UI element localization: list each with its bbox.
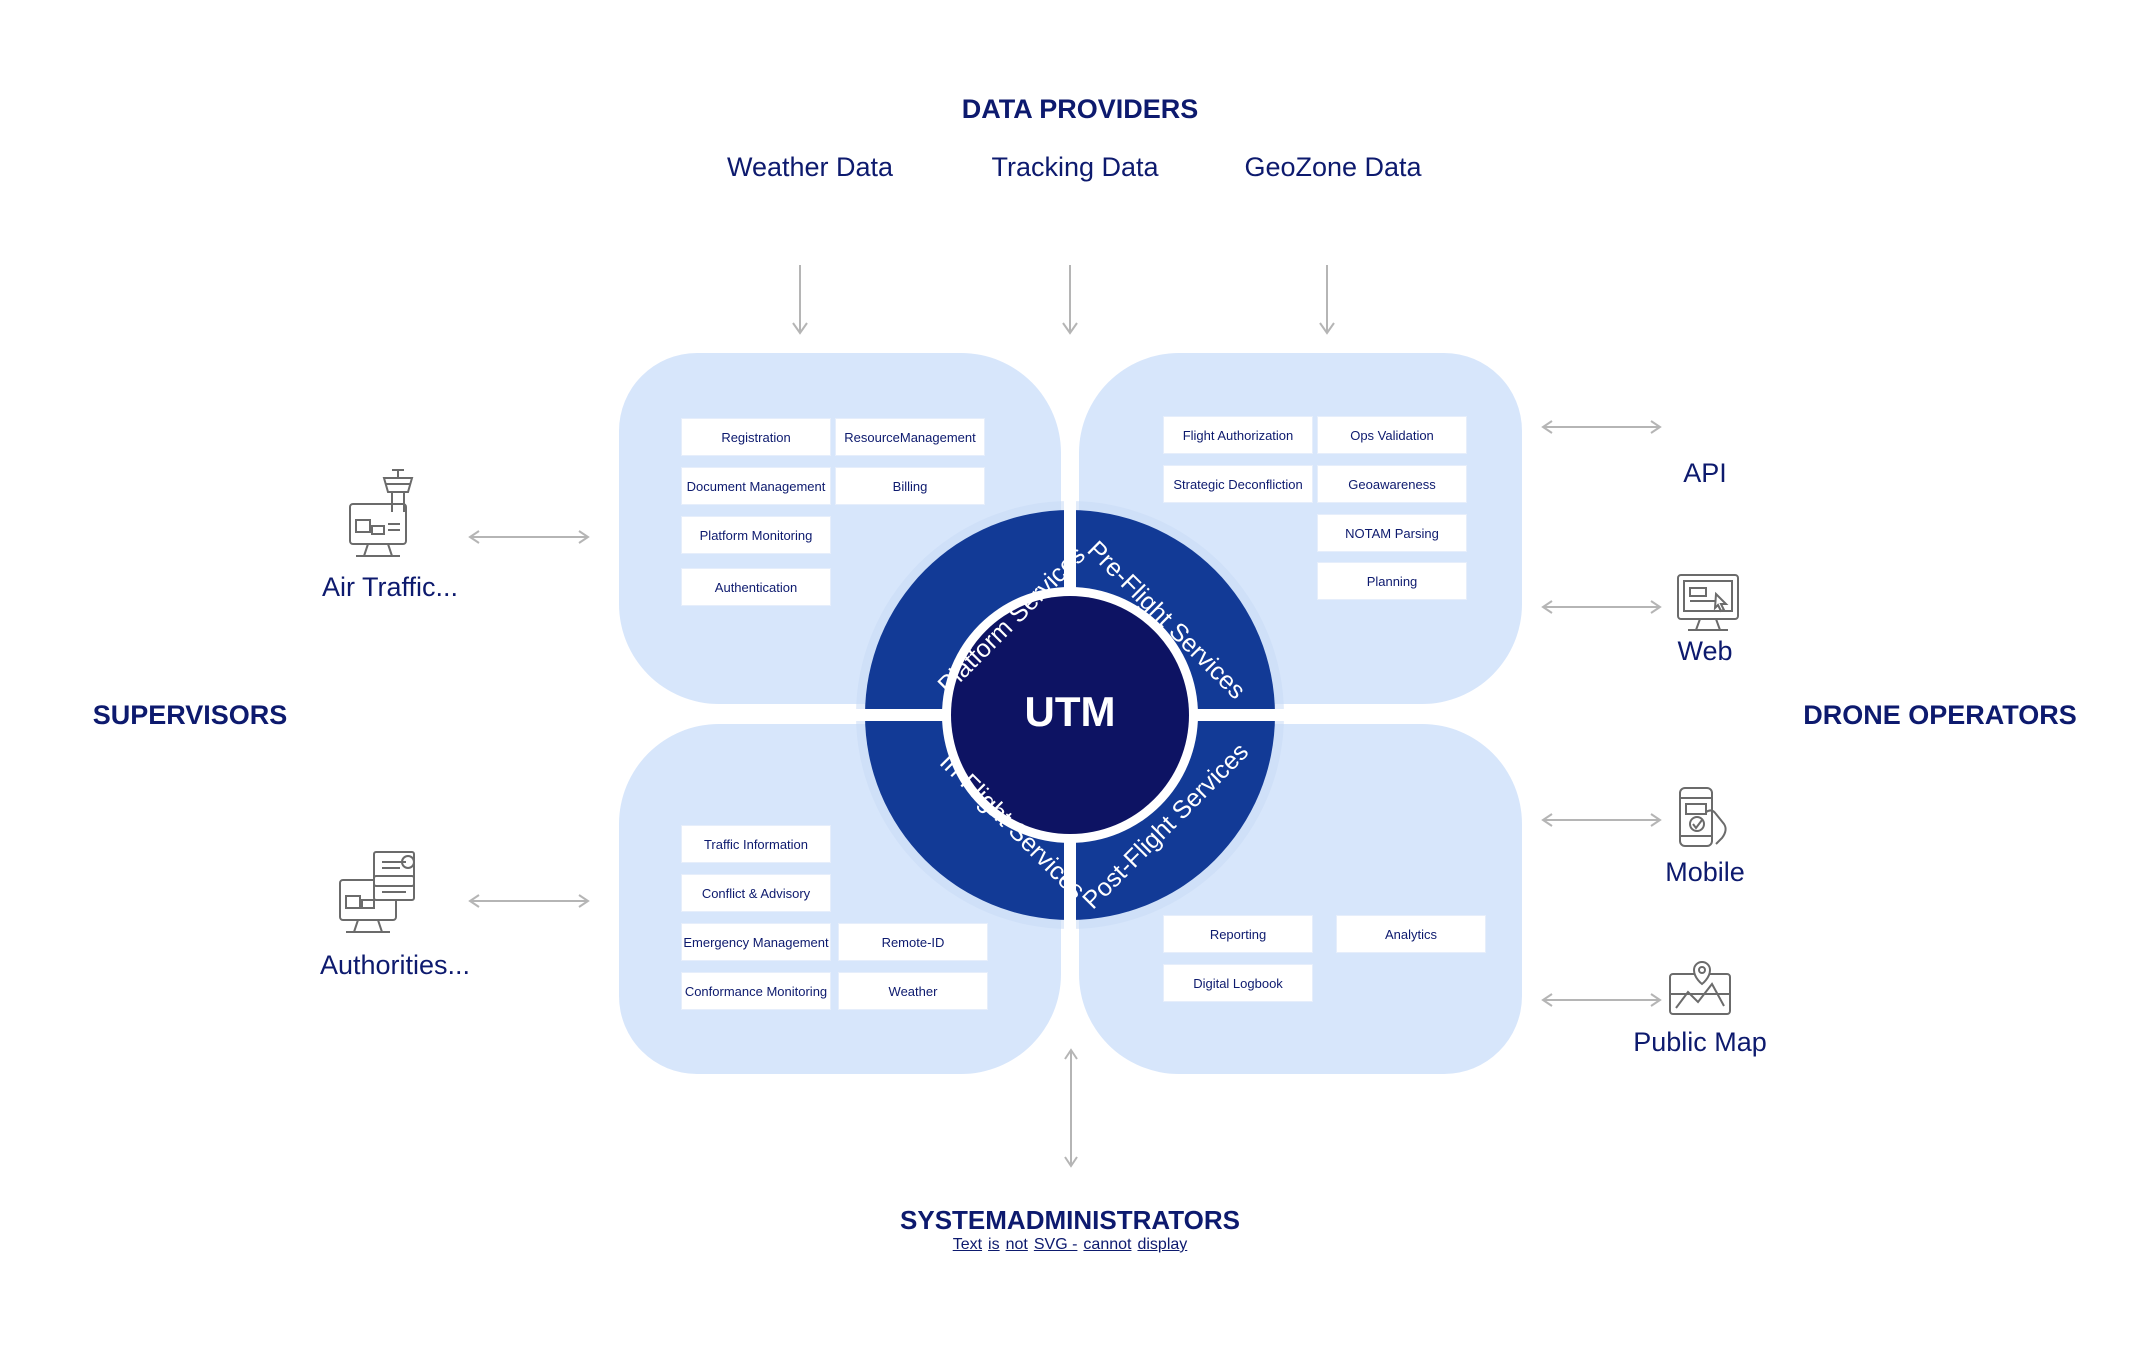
tracking-data-label: Tracking Data (991, 152, 1159, 182)
note-word[interactable]: not (1005, 1236, 1028, 1253)
geozone-data-label: GeoZone Data (1244, 152, 1422, 182)
service-flight-authorization: Flight Authorization (1164, 417, 1312, 453)
arrow-api (1541, 420, 1662, 434)
note-word[interactable]: SVG - (1033, 1236, 1078, 1253)
mobile-label: Mobile (1665, 857, 1745, 887)
service-notam-parsing: NOTAM Parsing (1318, 515, 1466, 551)
note-word[interactable]: cannot (1083, 1236, 1132, 1253)
arrow-tracking-down (1062, 265, 1078, 335)
service-document-management: Document Management (682, 468, 830, 504)
arrow-air-traffic (468, 530, 590, 544)
arrow-mobile (1541, 813, 1662, 827)
service-reporting: Reporting (1164, 916, 1312, 952)
service-remote-id: Remote-ID (839, 924, 987, 960)
authorities-allowed-icon (339, 851, 415, 933)
supervisors-title: SUPERVISORS (92, 700, 288, 730)
mobile-phone-icon (1679, 787, 1727, 847)
service-traffic-information: Traffic Information (682, 826, 830, 862)
service-authentication: Authentication (682, 569, 830, 605)
service-strategic-deconfliction: Strategic Deconfliction (1164, 466, 1312, 502)
map-icon (1669, 960, 1731, 1015)
public-map-label: Public Map (1633, 1027, 1767, 1057)
api-label: API (1683, 458, 1727, 488)
arrow-authorities (468, 894, 590, 908)
service-geoawareness: Geoawareness (1318, 466, 1466, 502)
service-weather: Weather (839, 973, 987, 1009)
service-conformance-monitoring: Conformance Monitoring (682, 973, 830, 1009)
service-emergency-management: Emergency Management (682, 924, 830, 960)
note-word[interactable]: display (1137, 1236, 1188, 1253)
service-ops-validation: Ops Validation (1318, 417, 1466, 453)
drone-operators-title: DRONE OPERATORS (1803, 700, 2077, 730)
service-analytics: Analytics (1337, 916, 1485, 952)
service-conflict-advisory: Conflict & Advisory (682, 875, 830, 911)
air-traffic-label: Air Traffic... (321, 572, 459, 602)
arrow-sysadmin (1064, 1048, 1078, 1168)
service-platform-monitoring: Platform Monitoring (682, 517, 830, 553)
desktop-monitor-icon (1677, 574, 1739, 631)
service-billing: Billing (836, 468, 984, 504)
arrow-web (1541, 600, 1662, 614)
arrow-geozone-down (1319, 265, 1335, 335)
weather-data-label: Weather Data (726, 152, 894, 182)
service-planning: Planning (1318, 563, 1466, 599)
utm-core-ring (850, 495, 1290, 935)
service-registration: Registration (682, 419, 830, 455)
web-label: Web (1677, 636, 1733, 666)
arrow-weather-down (792, 265, 808, 335)
arrow-public-map (1541, 993, 1662, 1007)
service-digital-logbook: Digital Logbook (1164, 965, 1312, 1001)
service-resource-management: ResourceManagement (836, 419, 984, 455)
data-providers-title: DATA PROVIDERS (961, 94, 1199, 124)
note-word[interactable]: is (988, 1236, 1000, 1253)
system-administrators-title: SYSTEMADMINISTRATORS (900, 1205, 1240, 1235)
utm-core-label: UTM (1024, 688, 1116, 735)
air-traffic-control-tower-icon (349, 469, 414, 557)
authorities-label: Authorities... (319, 950, 471, 980)
note-word[interactable]: Text (952, 1236, 983, 1253)
